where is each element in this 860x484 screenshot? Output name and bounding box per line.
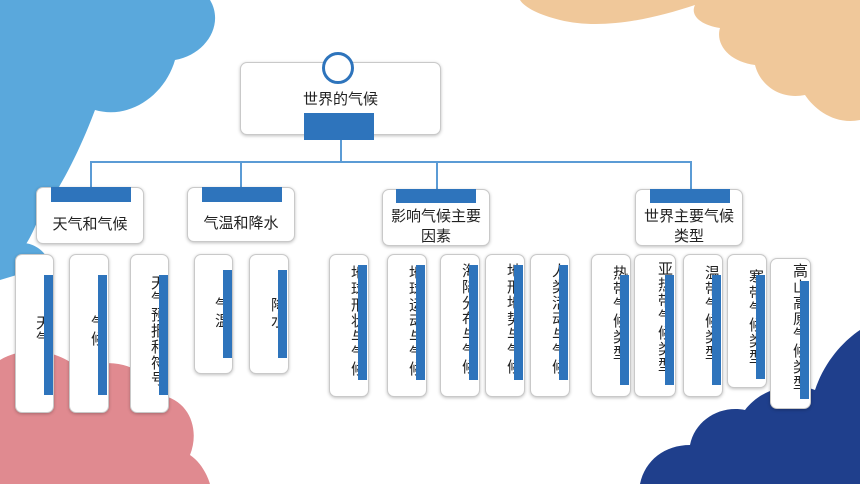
- leaf-temperature: 气温: [194, 254, 233, 374]
- leaf-climate: 气候: [69, 254, 109, 413]
- cloud-navy-bottom-right: [640, 330, 860, 484]
- leaf-temperate: 温带气候类型: [683, 254, 723, 397]
- connector-branch-1: [90, 161, 92, 187]
- branch-tab: [51, 187, 131, 202]
- branch-label: 影响气候主要因素: [390, 207, 481, 245]
- leaf-highland: 高山高原气候类型: [770, 258, 811, 409]
- connector-branch-3: [436, 161, 438, 189]
- cloud-peach-top-right: [520, 0, 860, 121]
- branch-tab: [202, 187, 282, 202]
- leaf-bar: [223, 270, 232, 358]
- root-tab: [304, 113, 374, 140]
- connector-horizontal: [90, 161, 692, 163]
- connector-branch-4: [690, 161, 692, 189]
- leaf-bar: [559, 265, 568, 380]
- root-circle-icon: [322, 52, 354, 84]
- leaf-terrain: 地形地势与气候: [485, 254, 525, 397]
- leaf-frigid: 寒带气候类型: [727, 254, 767, 388]
- branch-label: 世界主要气候类型: [643, 207, 734, 245]
- leaf-subtropical: 亚热带气候类型: [634, 254, 676, 397]
- leaf-bar: [800, 281, 809, 399]
- cloud-blue-top-left: [0, 0, 216, 265]
- leaf-bar: [278, 270, 287, 358]
- leaf-precipitation: 降水: [249, 254, 289, 374]
- leaf-bar: [712, 275, 721, 385]
- leaf-weather: 天气: [15, 254, 54, 413]
- leaf-land-sea: 海陆分布与气候: [440, 254, 480, 397]
- branch-tab: [396, 189, 476, 203]
- leaf-bar: [469, 265, 478, 380]
- leaf-bar: [416, 265, 425, 380]
- leaf-bar: [44, 275, 53, 395]
- leaf-bar: [514, 265, 523, 380]
- leaf-bar: [756, 275, 765, 379]
- leaf-tropical: 热带气候类型: [591, 254, 631, 397]
- leaf-earth-shape: 地球形状与气候: [329, 254, 369, 397]
- connector-branch-2: [240, 161, 242, 187]
- leaf-bar: [159, 275, 168, 395]
- leaf-bar: [358, 265, 367, 380]
- leaf-bar: [665, 275, 674, 385]
- root-label: 世界的气候: [302, 90, 378, 108]
- leaf-bar: [620, 275, 629, 385]
- branch-tab: [650, 189, 730, 203]
- connector-root-down: [340, 140, 342, 162]
- branch-label: 气温和降水: [203, 214, 279, 232]
- leaf-earth-motion: 地球运动与气候: [387, 254, 427, 397]
- leaf-forecast-symbols: 天气预报和符号: [130, 254, 169, 413]
- leaf-bar: [98, 275, 107, 395]
- leaf-human-activity: 人类活动与气候: [530, 254, 570, 397]
- branch-label: 天气和气候: [52, 215, 128, 233]
